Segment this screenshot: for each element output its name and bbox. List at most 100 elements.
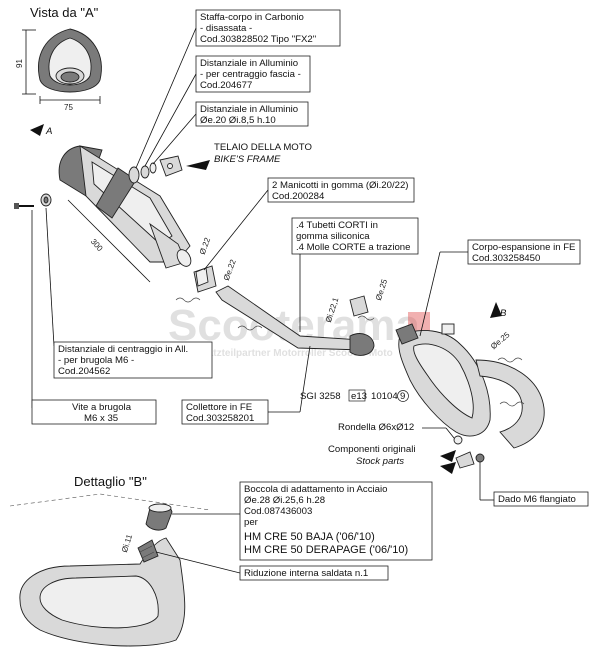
alu-spacer <box>140 165 150 179</box>
dim-length-label: 300 <box>89 237 105 253</box>
callout-expansion: Corpo-espansione in FE Cod.303258450 <box>419 239 581 337</box>
spring-b <box>237 325 263 331</box>
view-b-letter: B <box>500 308 507 319</box>
callout-model-1: HM CRE 50 BAJA ('06/'10) <box>244 531 375 543</box>
callout-bushing-line-2: Øe.28 Øi.25,6 h.28 <box>244 495 325 506</box>
leader-spacer-alu <box>152 113 197 165</box>
screw-assembly <box>14 193 55 408</box>
bracket-hardware <box>128 155 210 184</box>
callout-sleeves: 2 Manicotti in gomma (Øi.20/22) Cod.2002… <box>203 177 415 271</box>
homologation-e-mark: e13 <box>351 391 367 402</box>
callout-spacer-alu-line-2: Øe.20 Øi.8,5 h.10 <box>200 115 276 126</box>
expansion-chamber: Øe.25 B <box>395 302 545 474</box>
callout-tubes-line-1: .4 Tubetti CORTI in <box>296 220 378 231</box>
dim-height-label: 91 <box>15 59 24 68</box>
callout-nut: Dado M6 flangiato <box>479 462 589 507</box>
view-a-arrow-icon <box>30 124 44 136</box>
leader-collector <box>299 345 311 413</box>
callout-tubes: .4 Tubetti CORTI in gomma siliconica .4 … <box>291 217 419 332</box>
callout-stock-line-2: Stock parts <box>356 456 404 467</box>
frame-arrow-icon <box>186 160 210 170</box>
leader-center-spacer <box>45 207 55 347</box>
callout-screw-line-1: Vite a brugola <box>72 402 132 413</box>
callout-stock-line-1: Componenti originali <box>328 444 415 455</box>
detail-chamber-highlight <box>39 575 159 629</box>
homologation-code: SGI 3258 <box>300 391 341 402</box>
expansion-tab <box>441 323 455 335</box>
callout-bracket: Staffa-corpo in Carbonio - disassata - C… <box>135 9 341 169</box>
callout-tubes-line-2: gomma siliconica <box>296 231 370 242</box>
expansion-spring-b <box>499 401 525 407</box>
callout-spacer-band: Distanziale in Alluminio - per centraggi… <box>144 55 311 167</box>
callout-spacer-band-line-3: Cod.204677 <box>200 80 252 91</box>
stock-arrow-a-icon <box>440 450 456 462</box>
view-a-title: Vista da "A" <box>30 5 99 20</box>
leader-sleeves <box>203 189 269 271</box>
leader-reduction <box>155 551 241 574</box>
collector-outlet <box>349 333 375 356</box>
expansion-inlet <box>395 323 419 345</box>
callout-bracket-line-1: Staffa-corpo in Carbonio <box>200 12 304 23</box>
silencer-inlet-pipe <box>176 249 192 267</box>
callout-center-spacer-line-1: Distanziale di centraggio in All. <box>58 344 188 355</box>
callout-center-spacer-line-2: - per brugola M6 - <box>58 355 134 366</box>
callout-bushing-line-3: Cod.087436003 <box>244 506 312 517</box>
callout-spacer-alu: Distanziale in Alluminio Øe.20 Øi.8,5 h.… <box>152 101 309 165</box>
dim-d22-a-label: Ø.22 <box>198 236 213 256</box>
end-cap-outlet-inner <box>60 71 80 83</box>
silencer: 300 Ø.22 <box>58 145 213 283</box>
callout-collector: Collettore in FE Cod.303258201 <box>181 345 311 425</box>
callout-center-spacer: Distanziale di centraggio in All. - per … <box>53 341 213 379</box>
callout-bushing-line-4: per <box>244 517 259 528</box>
expansion-tail <box>475 359 545 449</box>
callout-expansion-line-2: Cod.303258450 <box>472 253 540 264</box>
dim-d25-a-label: Øe.25 <box>374 278 389 302</box>
callout-screw-line-2: M6 x 35 <box>84 413 118 424</box>
homologation-number: 10104 <box>371 391 398 402</box>
callout-reduction-text: Riduzione interna saldata n.1 <box>244 568 368 579</box>
homologation-revision: 9 <box>400 391 405 402</box>
dim-width-label: 75 <box>64 103 73 112</box>
callout-nut-text: Dado M6 flangiato <box>498 494 576 505</box>
rubber-sleeve-b <box>349 295 369 317</box>
dim-d11-label: Øi.11 <box>120 533 134 554</box>
expansion-spring-a <box>497 357 523 363</box>
detail-b-title: Dettaglio "B" <box>74 474 147 489</box>
callout-spacer-band-line-1: Distanziale in Alluminio <box>200 58 298 69</box>
expansion-highlight <box>413 343 474 419</box>
callout-washer-text: Rondella Ø6xØ12 <box>338 422 414 433</box>
callout-bracket-line-3: Cod.303828502 Tipo "FX2" <box>200 34 316 45</box>
view-b-arrow-icon <box>490 302 502 318</box>
callout-center-spacer-line-3: Cod.204562 <box>58 366 110 377</box>
callout-sleeves-line-1: 2 Manicotti in gomma (Øi.20/22) <box>272 180 409 191</box>
stock-bracket <box>455 451 475 469</box>
callout-sleeves-line-2: Cod.200284 <box>272 191 325 202</box>
callout-bushing: Boccola di adattamento in Acciaio Øe.28 … <box>172 481 433 561</box>
watermark-subtext: Ihr Ersatzteilpartner Motorroller Scoote… <box>176 348 393 359</box>
callout-screw: Vite a brugola M6 x 35 <box>31 399 157 425</box>
homologation-mark: SGI 3258 e13 10104 9 <box>300 389 409 402</box>
detail-b-dashed-edge <box>9 493 211 511</box>
callout-bracket-line-2: - disassata - <box>200 23 252 34</box>
dim-d22-b-label: Øe.22 <box>222 258 238 282</box>
callout-frame: TELAIO DELLA MOTO BIKE'S FRAME <box>214 142 312 165</box>
callout-collector-line-2: Cod.303258201 <box>186 413 254 424</box>
callout-bushing-line-1: Boccola di adattamento in Acciaio <box>244 484 387 495</box>
detail-b: Dettaglio "B" Øi.11 <box>9 474 211 647</box>
callout-stock-parts: Componenti originali Stock parts <box>328 444 415 467</box>
callout-tubes-line-3: .4 Molle CORTE a trazione <box>296 242 410 253</box>
leader-bracket <box>135 27 197 169</box>
callout-reduction: Riduzione interna saldata n.1 <box>155 551 389 581</box>
stock-arrow-b-icon <box>440 462 456 474</box>
dim-line-length <box>67 199 151 283</box>
view-a: Vista da "A" 91 75 A <box>15 5 102 137</box>
spring-a <box>175 297 201 303</box>
callout-expansion-line-1: Corpo-espansione in FE <box>472 242 575 253</box>
callout-spacer-band-line-2: - per centraggio fascia - <box>200 69 301 80</box>
spring-c <box>357 315 375 321</box>
dim-d25-b-label: Øe.25 <box>489 330 512 351</box>
flanged-nut <box>475 453 485 463</box>
callout-collector-line-1: Collettore in FE <box>186 402 252 413</box>
leader-washer <box>445 427 455 439</box>
